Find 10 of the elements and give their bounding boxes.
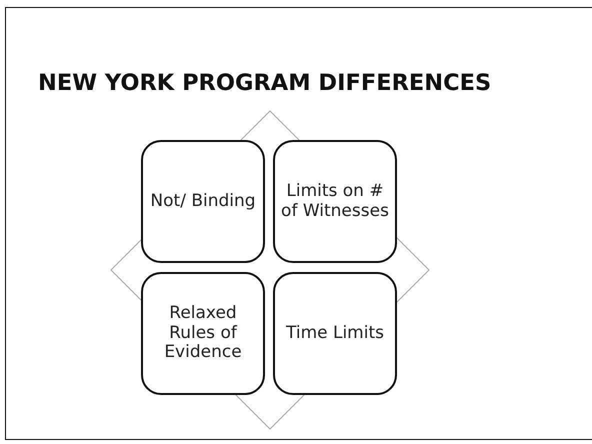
box-text: Not/ Binding: [150, 192, 256, 212]
rounded-box: [141, 272, 265, 395]
box-text: Relaxed Rules of Evidence: [163, 304, 243, 363]
box-text: Time Limits: [286, 324, 384, 344]
rounded-box: [273, 272, 397, 395]
box-text: Limits on # of Witnesses: [280, 182, 390, 222]
slide-title: NEW YORK PROGRAM DIFFERENCES: [38, 70, 492, 96]
rounded-box: [141, 140, 265, 263]
rounded-box: [273, 140, 397, 263]
background-diamond: [111, 111, 429, 429]
